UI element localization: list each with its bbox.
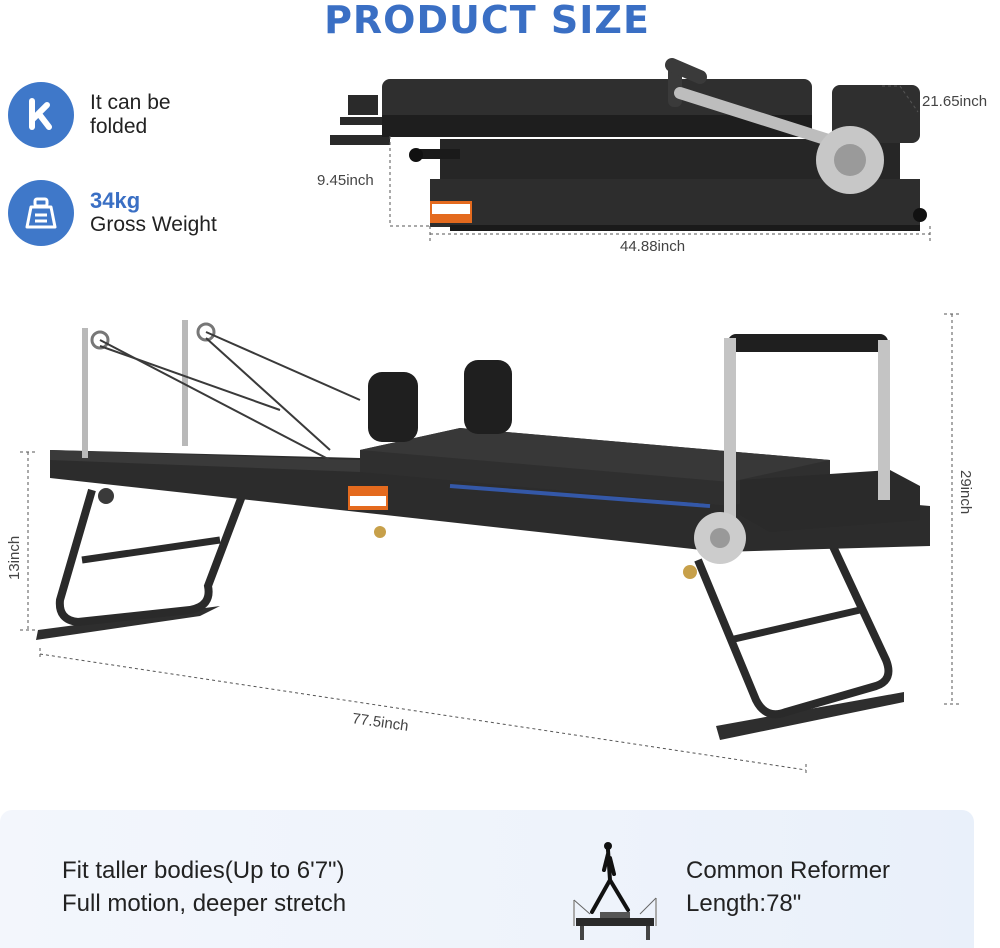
comparison-panel: Fit taller bodies(Up to 6'7") Full motio… xyxy=(0,810,974,948)
page-title: PRODUCT SIZE xyxy=(324,0,650,42)
weight-label: Gross Weight xyxy=(90,213,217,236)
taller-bodies-text: Fit taller bodies(Up to 6'7") xyxy=(62,857,345,884)
folded-depth-label: 21.65inch xyxy=(922,93,988,110)
fold-line2: folded xyxy=(90,115,148,138)
unfolded-total-height-label: 29inch xyxy=(957,470,974,515)
folded-reformer-image xyxy=(330,58,927,231)
folded-dimension-lines xyxy=(389,85,931,244)
unfolded-reformer-image xyxy=(36,320,930,740)
reformer-length-text: Length:78" xyxy=(686,890,802,917)
folded-length-label: 44.88inch xyxy=(620,238,686,255)
unfolded-height-label: 13inch xyxy=(6,535,23,580)
folded-height-label: 9.45inch xyxy=(317,172,374,189)
full-motion-text: Full motion, deeper stretch xyxy=(62,890,347,917)
unfolded-dimension-lines xyxy=(20,313,960,776)
weight-icon xyxy=(8,180,74,246)
fold-icon xyxy=(8,82,74,148)
common-reformer-text: Common Reformer xyxy=(686,857,891,884)
weight-feature: 34kg Gross Weight xyxy=(8,180,217,246)
reformer-pose-icon xyxy=(573,842,657,940)
weight-value: 34kg xyxy=(90,188,141,213)
foldable-feature: It can be folded xyxy=(8,82,171,148)
fold-line1: It can be xyxy=(90,91,171,114)
